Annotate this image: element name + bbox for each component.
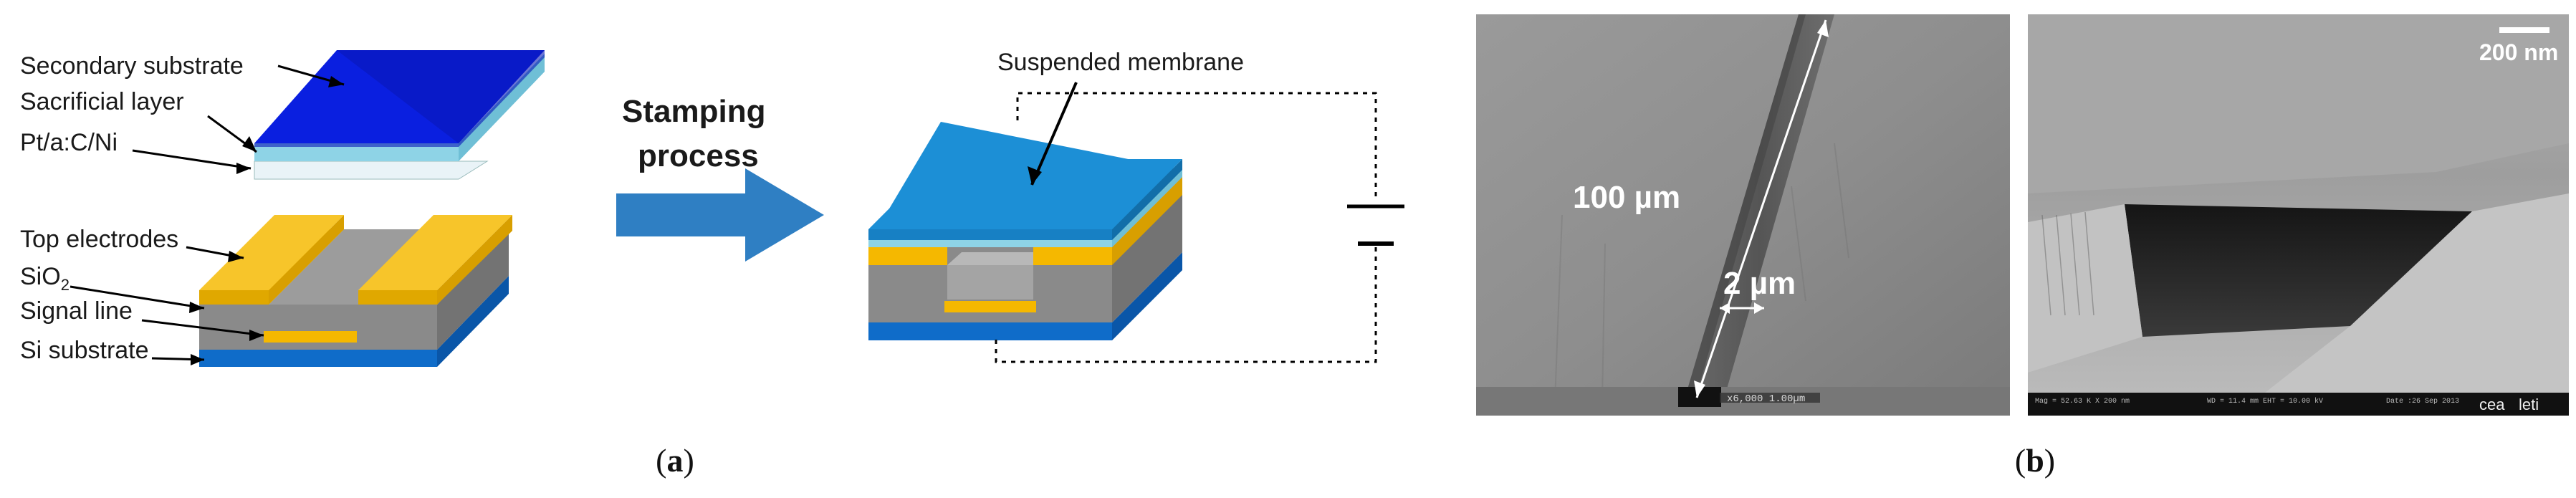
- sio2-front: [199, 305, 437, 350]
- suspended-membrane-face: [868, 229, 1112, 240]
- label-si-substrate: Si substrate: [20, 337, 149, 364]
- caption-b-letter: b: [2026, 442, 2044, 479]
- length-arrow: [1695, 19, 1827, 398]
- label-sacrificial-layer: Sacrificial layer: [20, 88, 184, 115]
- signal-line: [264, 331, 357, 343]
- final-left-electrode: [868, 247, 947, 265]
- pointer-sio2: [70, 285, 205, 310]
- label-suspended-membrane: Suspended membrane: [997, 49, 1244, 76]
- panel-b: x6,000 1.00µm 100 µm 2 µm: [1476, 14, 2569, 479]
- secondary-substrate-stack: [254, 50, 545, 180]
- final-si-front: [868, 322, 1112, 340]
- label-length-100um: 100 µm: [1573, 180, 1680, 215]
- label-gap-2um: 2 µm: [1723, 266, 1796, 301]
- sem-info-bar: [2028, 393, 2569, 416]
- pointer-signal-line: [141, 319, 264, 337]
- stamping-label-line1: Stamping: [622, 94, 765, 129]
- scale-bar: [2499, 27, 2549, 33]
- final-device: [868, 122, 1182, 340]
- bottom-device-stack: [199, 215, 512, 367]
- sem-image-right: Mag = 52.63 K X 200 nm WD = 11.4 mm EHT …: [2028, 14, 2569, 416]
- pointer-pt-ac-ni: [132, 149, 252, 170]
- label-pt-ac-ni: Pt/a:C/Ni: [20, 129, 118, 156]
- label-secondary-substrate: Secondary substrate: [20, 52, 244, 80]
- panel-a: Secondary substrate Sacrificial layer Pt…: [20, 49, 1404, 479]
- stamping-arrow: [616, 168, 824, 262]
- final-cavity: [947, 265, 1033, 300]
- left-electrode-front: [199, 290, 269, 305]
- stamping-label-line2: process: [638, 138, 759, 173]
- final-right-electrode: [1033, 247, 1112, 265]
- label-signal-line: Signal line: [20, 297, 133, 325]
- final-signal-line: [944, 301, 1036, 312]
- pointer-suspended-membrane: [1030, 82, 1078, 186]
- final-si-side: [1112, 252, 1182, 340]
- sacrificial-layer-front: [254, 143, 459, 161]
- label-scale-200nm: 200 nm: [2479, 39, 2558, 65]
- circuit-wire-top: [1016, 92, 1377, 201]
- sem-image-left: x6,000 1.00µm 100 µm 2 µm: [1476, 14, 2010, 416]
- svg-text:Date :26 Sep 2013: Date :26 Sep 2013: [2386, 398, 2459, 406]
- final-sio2-side: [1112, 177, 1182, 322]
- si-substrate-side: [437, 276, 509, 367]
- right-electrode-top: [358, 215, 512, 290]
- right-electrode-front: [358, 290, 437, 305]
- svg-text:Mag = 52.63 K X 200 nm: Mag = 52.63 K X 200 nm: [2035, 398, 2130, 406]
- sem-left-footer: x6,000 1.00µm: [1727, 393, 1805, 405]
- sem-leti-logo: leti: [2519, 396, 2539, 413]
- caption-a: (a): [656, 442, 694, 479]
- sacrificial-layer-side: [459, 54, 545, 161]
- channel-floor: [269, 229, 434, 305]
- caption-b: (b): [2015, 442, 2055, 479]
- sio2-side: [437, 231, 509, 350]
- label-sio2: SiO2: [20, 263, 70, 294]
- measurement-circuit: [995, 92, 1404, 363]
- svg-text:WD = 11.4 mm EHT = 10.00 kV: WD = 11.4 mm EHT = 10.00 kV: [2207, 397, 2323, 406]
- circuit-wire-bottom: [995, 247, 1377, 363]
- caption-a-letter: a: [667, 442, 684, 479]
- label-top-electrodes: Top electrodes: [20, 226, 178, 253]
- sem-cea-logo: cea: [2479, 396, 2505, 413]
- si-substrate-front: [199, 350, 437, 367]
- sem-cavity: [2125, 204, 2472, 337]
- label-sio2-subscript: 2: [61, 276, 70, 294]
